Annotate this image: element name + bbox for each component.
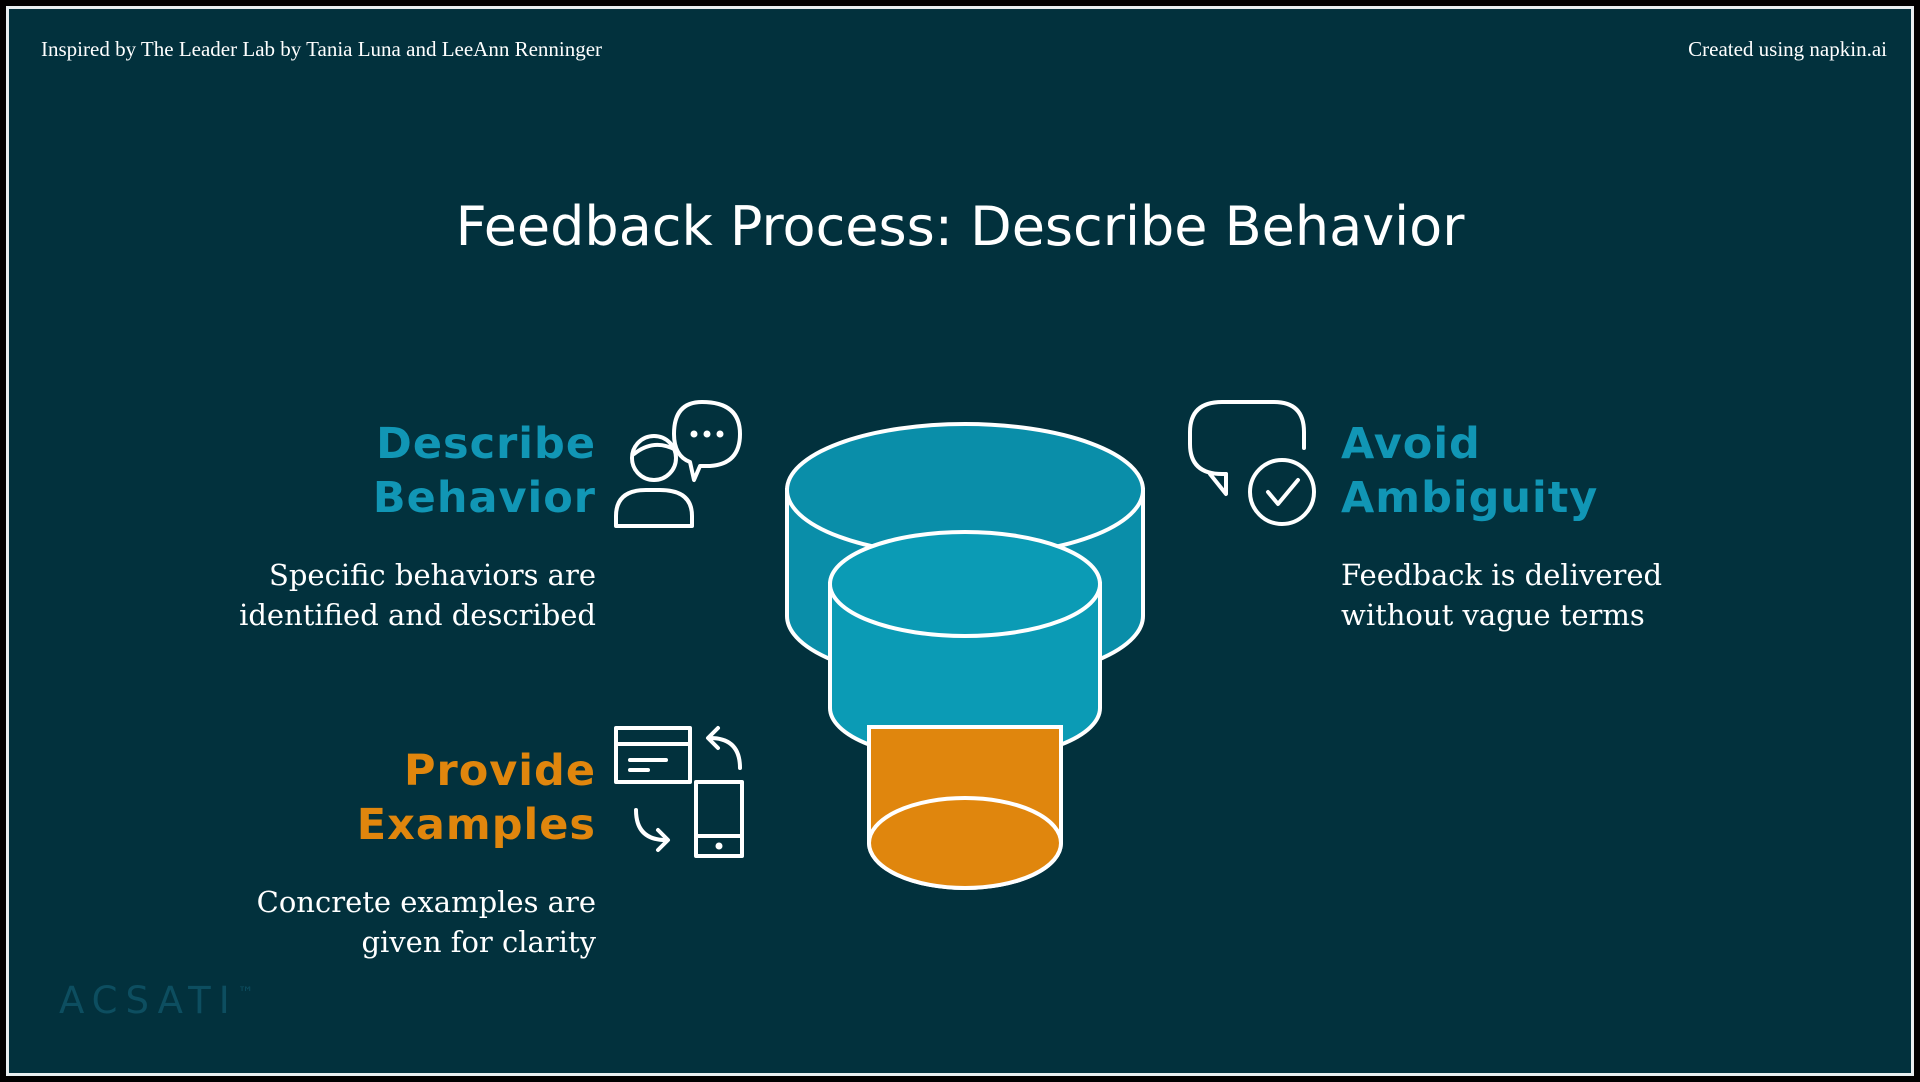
- cylinder-bottom-tier: [869, 727, 1061, 888]
